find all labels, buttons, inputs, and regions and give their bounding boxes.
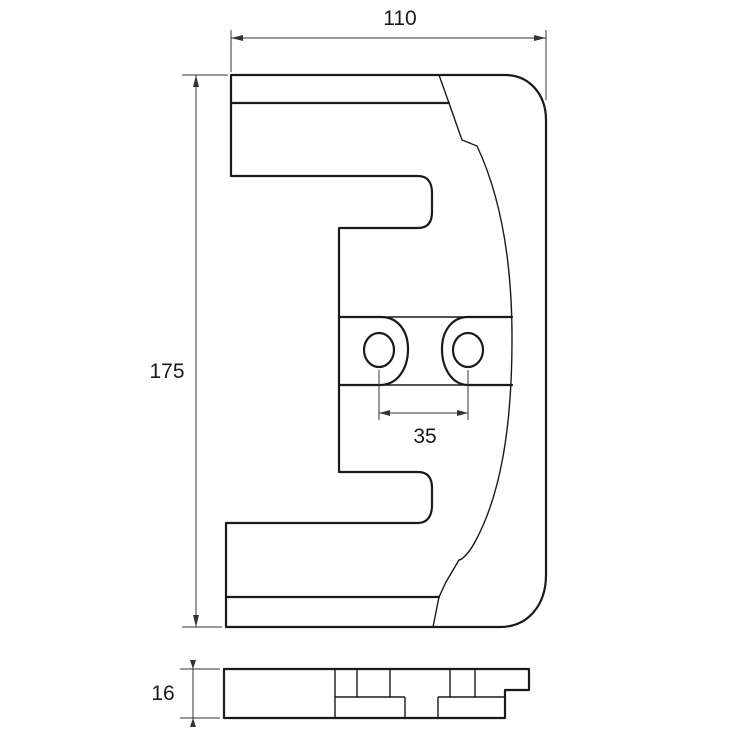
left-hole-boss xyxy=(337,315,410,387)
plate-side-view xyxy=(222,667,531,720)
plate-top-view xyxy=(224,73,548,629)
left-hole xyxy=(362,331,396,369)
dimension-hole-spacing: 35 xyxy=(378,370,469,448)
side-view-steps xyxy=(334,669,506,718)
width-label: 110 xyxy=(383,7,416,30)
side-view-outline xyxy=(222,667,531,720)
inner-curve-contour xyxy=(432,74,513,628)
thickness-label: 16 xyxy=(151,682,174,705)
height-label: 175 xyxy=(149,360,184,383)
right-hole-boss xyxy=(440,315,514,387)
plate-outline xyxy=(224,73,548,629)
dimension-height: 175 xyxy=(149,74,228,628)
dimension-thickness: 16 xyxy=(151,660,220,727)
hole-spacing-label: 35 xyxy=(413,425,436,448)
dimension-width: 110 xyxy=(230,7,547,100)
right-hole xyxy=(451,331,485,369)
